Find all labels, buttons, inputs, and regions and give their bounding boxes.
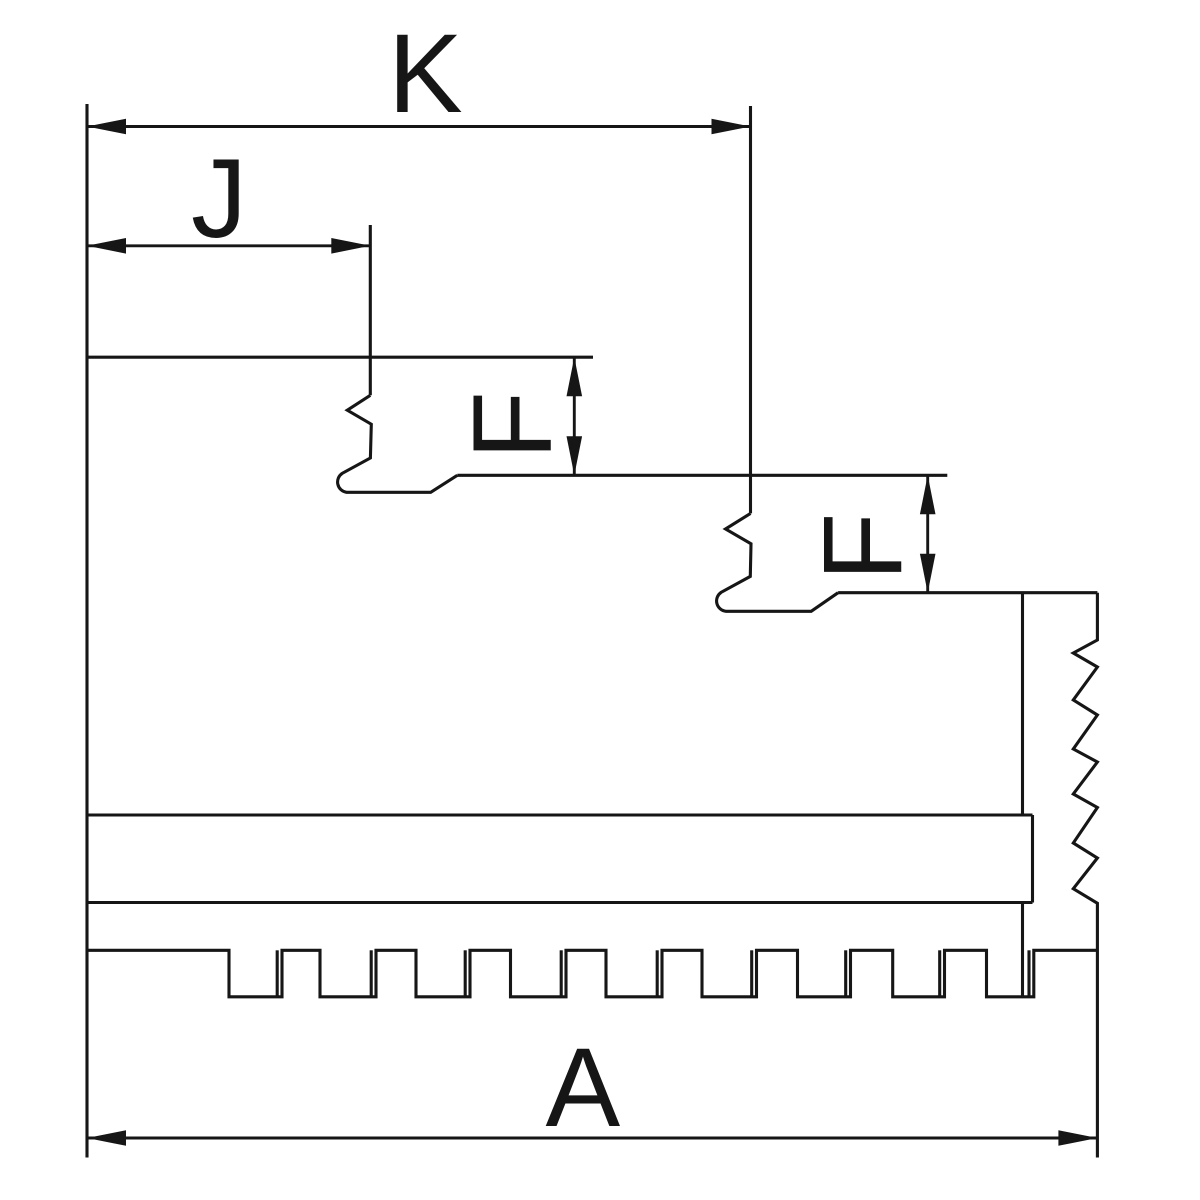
svg-text:F: F [450, 391, 575, 459]
svg-text:J: J [191, 136, 247, 261]
svg-text:F: F [801, 513, 926, 581]
svg-text:A: A [546, 1025, 621, 1150]
svg-text:K: K [388, 11, 463, 136]
